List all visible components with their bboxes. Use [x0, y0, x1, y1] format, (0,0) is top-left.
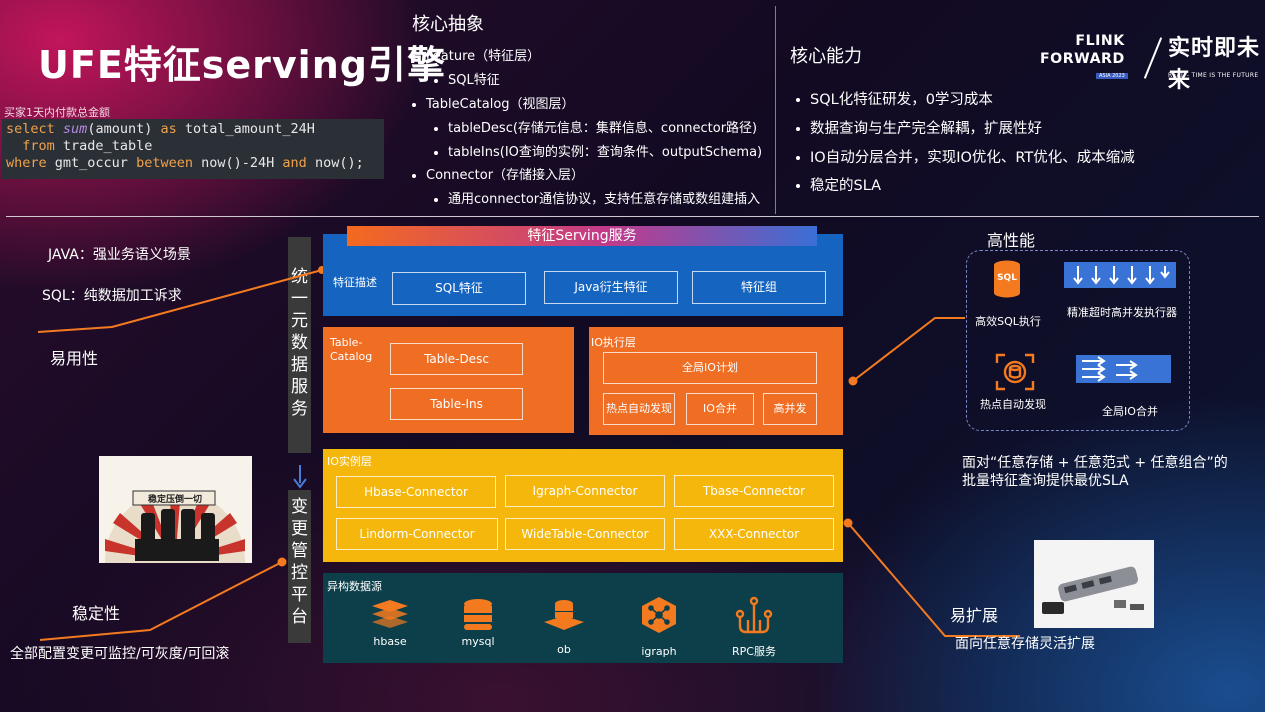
rpc-item: RPC服务	[714, 596, 794, 659]
global-io-plan-box: 全局IO计划	[603, 352, 817, 384]
abs-item: TableCatalog（视图层）	[412, 93, 575, 112]
page-title: UFE特征serving引擎	[38, 43, 446, 87]
io-merge-box: IO合并	[686, 393, 754, 425]
sql-label: SQL：纯数据加工诉求	[42, 288, 182, 304]
high-concurrency-box: 高并发	[763, 393, 817, 425]
perf-item-io-merge: 全局IO合并	[1102, 405, 1158, 418]
feature-serving-tab: 特征Serving服务	[347, 226, 817, 246]
table-ins-box: Table-Ins	[390, 388, 523, 420]
stability-desc: 全部配置变更可监控/可灰度/可回滚	[10, 646, 230, 662]
core-capability-heading: 核心能力	[790, 46, 862, 67]
table-catalog-label: Table- Catalog	[330, 336, 373, 363]
table-catalog-panel	[323, 327, 574, 433]
feature-group-box: 特征组	[692, 271, 826, 304]
realtime-logo: 实时即未来	[1168, 36, 1261, 93]
io-merge-icon	[1076, 355, 1171, 383]
connector-box: Lindorm-Connector	[336, 518, 498, 550]
io-instance-panel	[323, 449, 843, 562]
io-instance-label: IO实例层	[327, 455, 372, 468]
connector-box: Igraph-Connector	[505, 475, 665, 507]
abs-item: tableDesc(存储元信息：集群信息、connector路径)	[434, 117, 757, 136]
abs-item: 通用connector通信协议，支持任意存储或数组建插入	[434, 188, 760, 207]
down-arrow-icon	[293, 465, 307, 493]
ob-icon	[544, 600, 584, 630]
unified-metadata-bar	[288, 237, 311, 453]
flink-forward-logo: FLINK FORWARD	[1040, 33, 1125, 67]
connector-box: XXX-Connector	[674, 518, 834, 550]
divider-horizontal	[6, 216, 1259, 217]
igraph-icon	[642, 597, 676, 633]
connector-box: WideTable-Connector	[505, 518, 665, 550]
perf-box	[966, 250, 1190, 431]
abs-item: tableIns(IO查询的实例：查询条件、outputSchema)	[434, 141, 762, 160]
change-control-text: 变更管控平台	[291, 497, 308, 627]
abs-item: Connector（存储接入层）	[412, 164, 584, 183]
usb-hub-image	[1034, 540, 1154, 628]
concurrent-executor-icon	[1064, 262, 1176, 288]
abs-item: SQL特征	[434, 69, 500, 88]
hetero-source-panel	[323, 573, 843, 663]
hotspot-icon	[995, 353, 1035, 395]
sql-icon: SQL	[992, 260, 1022, 298]
capability-item: SQL化特征研发，0学习成本	[796, 88, 993, 109]
connector-box: Tbase-Connector	[674, 475, 834, 507]
table-desc-box: Table-Desc	[390, 343, 523, 375]
core-abstraction-heading: 核心抽象	[412, 14, 484, 35]
perf-item-sql: 高效SQL执行	[975, 315, 1041, 328]
feature-desc-label: 特征描述	[333, 276, 377, 289]
capability-item: IO自动分层合并，实现IO优化、RT优化、成本缩减	[796, 146, 1135, 167]
ext-desc: 面向任意存储灵活扩展	[955, 636, 1095, 652]
rpc-icon	[735, 596, 773, 634]
igraph-item: igraph	[619, 596, 699, 658]
hbase-icon	[372, 600, 408, 628]
abs-item: Feature（特征层）	[412, 45, 540, 64]
poster-image: 稳定压倒一切	[99, 456, 252, 563]
asia-badge: ASIA 2023	[1096, 73, 1128, 79]
java-label: JAVA：强业务语义场景	[48, 247, 191, 263]
capability-item: 数据查询与生产完全解耦，扩展性好	[796, 117, 1042, 138]
ext-heading: 易扩展	[950, 606, 999, 625]
java-feature-box: Java衍生特征	[544, 271, 678, 304]
change-control-bar	[288, 490, 311, 643]
mysql-item: mysql	[438, 598, 518, 648]
code-caption: 买家1天内付款总金额	[4, 106, 110, 119]
connector-box: Hbase-Connector	[336, 476, 496, 508]
ease-label: 易用性	[50, 349, 99, 368]
perf-desc-line1: 面对“任意存储 + 任意范式 + 任意组合”的	[962, 455, 1228, 471]
poster-text: 稳定压倒一切	[147, 495, 202, 505]
perf-desc-line2: 批量特征查询提供最优SLA	[962, 473, 1129, 489]
realtime-subtitle: REAL - TIME IS THE FUTURE	[1168, 72, 1259, 79]
hetero-source-label: 异构数据源	[327, 580, 382, 593]
io-exec-label: IO执行层	[591, 336, 636, 349]
capability-item: 稳定的SLA	[796, 174, 881, 195]
perf-item-hotspot: 热点自动发现	[980, 398, 1046, 411]
hbase-item: hbase	[350, 598, 430, 648]
sql-feature-box: SQL特征	[392, 272, 526, 305]
mysql-icon	[464, 599, 492, 630]
sql-code-block: select sum(amount) as total_amount_24H f…	[2, 119, 384, 179]
ob-item: ob	[524, 598, 604, 656]
feature-layer-panel	[323, 234, 843, 316]
perf-heading: 高性能	[987, 231, 1036, 250]
divider-vertical	[775, 6, 776, 214]
hotspot-box: 热点自动发现	[603, 393, 675, 425]
io-exec-panel	[589, 327, 843, 435]
stability-label: 稳定性	[72, 604, 121, 623]
perf-item-executor: 精准超时高并发执行器	[1067, 306, 1177, 319]
